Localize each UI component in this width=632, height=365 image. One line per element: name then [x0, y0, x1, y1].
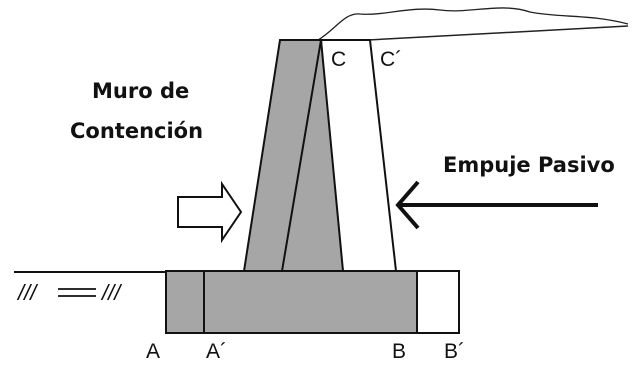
wall-label-line2: Contención — [70, 119, 203, 143]
ground-hatch-right: /// — [100, 280, 122, 305]
point-label-a: A — [146, 340, 160, 363]
point-label-c-prime: C´ — [380, 48, 402, 71]
wall-stem-inner-wedge — [280, 39, 345, 272]
point-label-b-prime: B´ — [444, 340, 465, 363]
point-label-c: C — [331, 48, 346, 71]
backfill-surface-line — [367, 25, 629, 41]
ground-hatch-left: /// — [16, 280, 38, 305]
footing-heel-shaded — [203, 270, 418, 334]
terrain-profile-line — [317, 7, 629, 41]
wall-label-line1: Muro de — [92, 79, 189, 103]
hollow-push-arrow — [177, 180, 243, 244]
point-label-b: B — [392, 340, 406, 363]
footing-toe-shaded — [165, 270, 205, 334]
point-label-a-prime: A´ — [206, 340, 227, 363]
passive-thrust-label: Empuje Pasivo — [443, 153, 615, 177]
passive-thrust-arrowhead — [395, 180, 420, 230]
